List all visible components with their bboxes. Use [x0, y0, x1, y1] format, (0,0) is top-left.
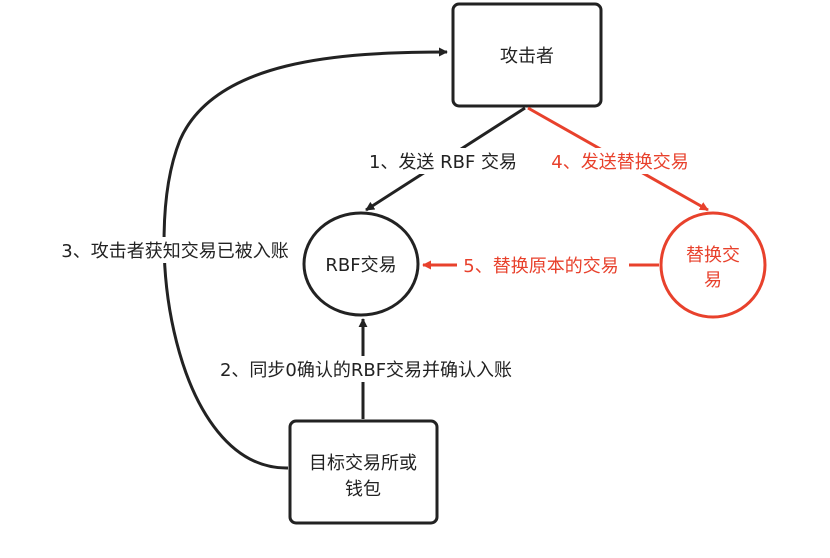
target-label-line1: 目标交易所或: [309, 453, 417, 474]
attacker-node: 攻击者: [451, 2, 603, 108]
edge-step2: 2、同步0确认的RBF交易并确认入账: [213, 318, 523, 419]
replacement-transaction-label-line2: 易: [704, 270, 722, 291]
edge-step3: 3、攻击者获知交易已被入账: [52, 47, 448, 470]
rbf-transaction-label: RBF交易: [325, 255, 396, 276]
edge-step5: 5、替换原本的交易: [422, 253, 659, 279]
target-node: 目标交易所或 钱包: [288, 419, 439, 525]
edge-step1: 1、发送 RBF 交易: [363, 106, 526, 212]
rbf-transaction-node: RBF交易: [302, 211, 420, 317]
edge-step5-label: 5、替换原本的交易: [463, 256, 618, 277]
edge-step3-label: 3、攻击者获知交易已被入账: [61, 241, 288, 262]
edge-step1-label: 1、发送 RBF 交易: [369, 152, 517, 173]
edge-step4-label: 4、发送替换交易: [551, 152, 688, 173]
attacker-label: 攻击者: [500, 46, 554, 67]
target-label-line2: 钱包: [345, 479, 381, 500]
edge-step4: 4、发送替换交易: [527, 106, 709, 212]
replacement-transaction-label-line1: 替换交: [686, 245, 740, 266]
edge-step2-label: 2、同步0确认的RBF交易并确认入账: [220, 360, 512, 381]
replacement-transaction-node: 替换交 易: [659, 211, 767, 319]
